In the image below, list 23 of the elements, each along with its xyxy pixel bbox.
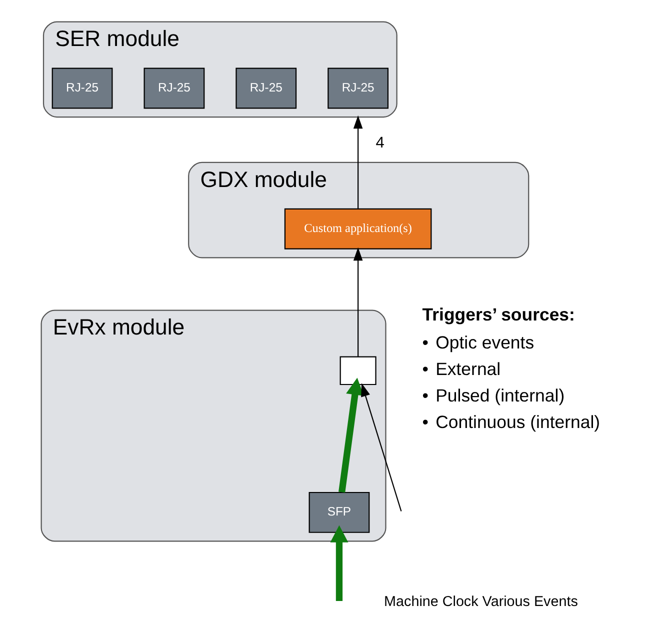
node-box: Custom application(s) [284, 208, 432, 250]
node-box: RJ-25 [52, 68, 113, 109]
node-box: SFP [308, 492, 370, 533]
label: Pulsed (internal) [436, 385, 565, 406]
arrow [353, 247, 363, 357]
label: Optic events [436, 332, 534, 352]
label: External [436, 358, 501, 379]
label: • [422, 385, 429, 406]
label: Triggers’ sources: [422, 304, 575, 325]
label: Continuous (internal) [436, 412, 600, 432]
arrow [353, 115, 363, 209]
label: Machine Clock Various Events [384, 594, 578, 610]
label: • [422, 332, 429, 352]
node-box: RJ-25 [236, 68, 297, 109]
arrow [338, 378, 364, 493]
node-box: RJ-25 [328, 68, 389, 109]
label: • [422, 358, 429, 379]
edge-label: 4 [376, 134, 384, 152]
label: • [422, 412, 429, 432]
arrow [361, 383, 402, 512]
node-box [340, 356, 376, 386]
arrow [330, 525, 348, 601]
node-box: RJ-25 [144, 68, 205, 109]
